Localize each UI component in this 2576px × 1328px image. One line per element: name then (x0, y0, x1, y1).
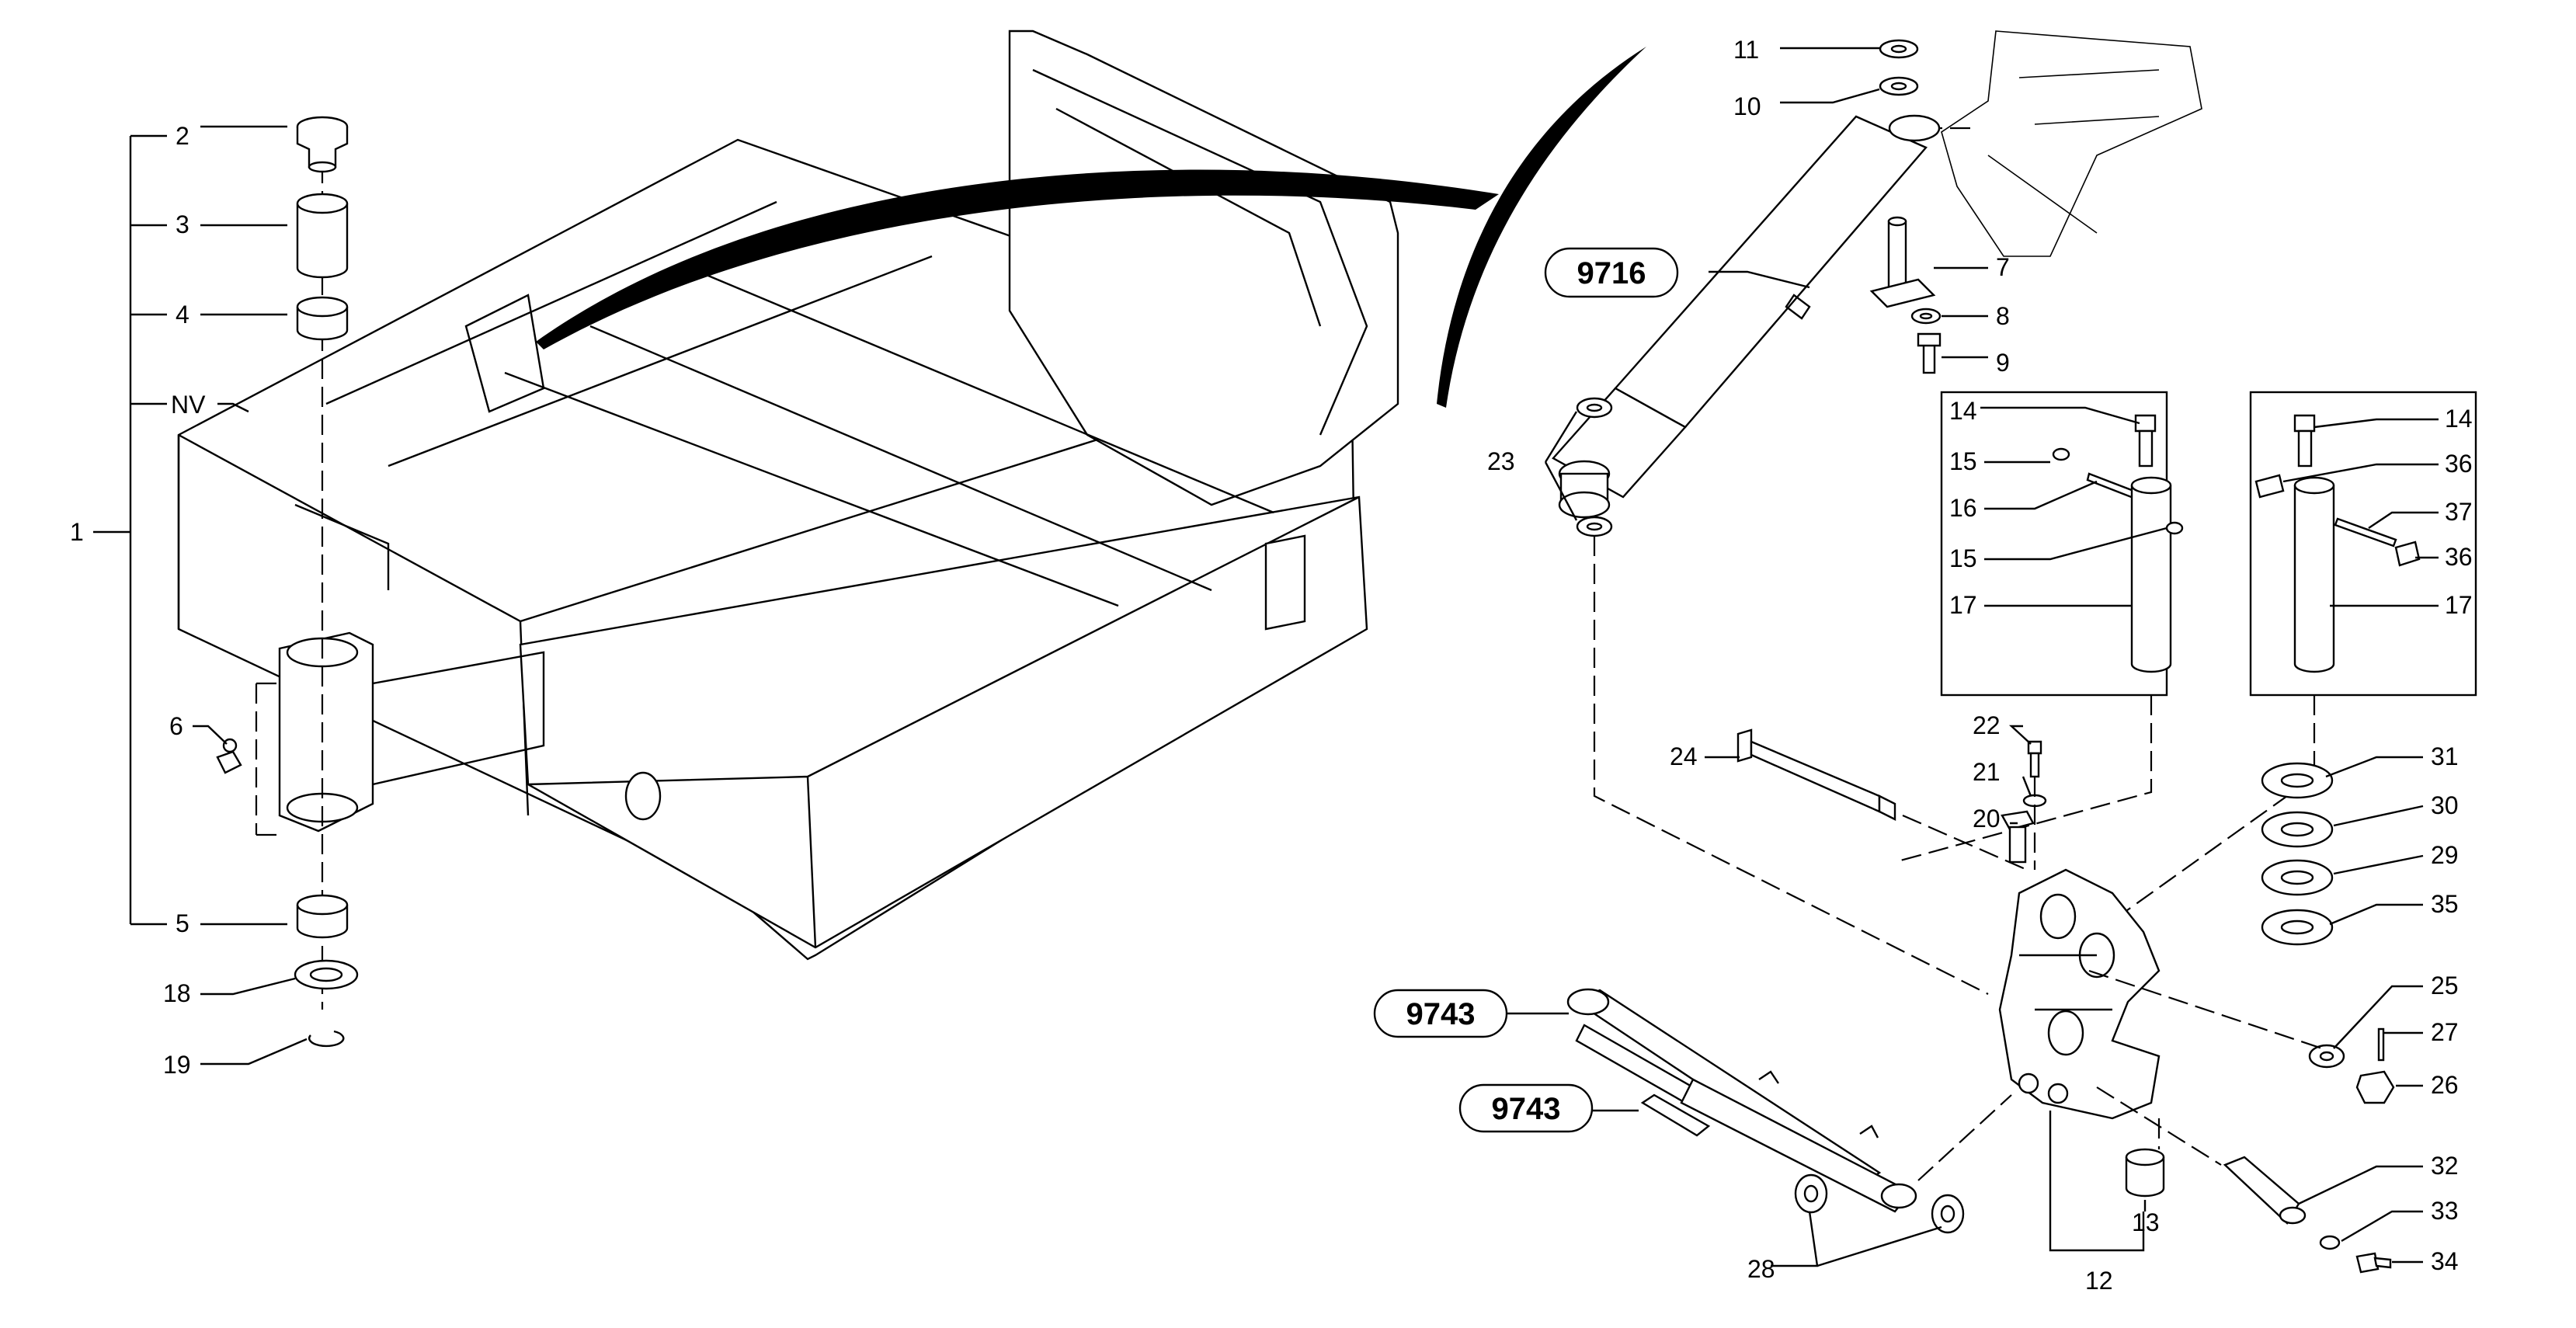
label-11: 11 (1733, 36, 1759, 64)
label-b1-14: 14 (1949, 397, 1977, 425)
label-26: 26 (2431, 1071, 2459, 1099)
circlip-19 (308, 1030, 345, 1048)
label-6: 6 (169, 712, 183, 740)
bushing-4 (296, 296, 349, 341)
label-b2-17: 17 (2445, 591, 2473, 619)
label-3: 3 (176, 210, 189, 238)
swing-cylinder-assembly: 9743 9743 28 (1373, 988, 2012, 1283)
label-b1-16: 16 (1949, 494, 1977, 522)
inset-box-right: 14 36 37 36 17 (2096, 391, 2477, 933)
label-b2-36b: 36 (2445, 543, 2473, 571)
ref-9716[interactable]: 9716 (1577, 256, 1646, 290)
label-32: 32 (2431, 1152, 2459, 1180)
swing-bracket-assembly: 24 22 21 20 31 30 29 35 25 27 26 32 33 3… (1670, 711, 2459, 1295)
label-10: 10 (1733, 92, 1761, 120)
ref-oval-9716[interactable] (1544, 247, 1679, 298)
label-27: 27 (2431, 1018, 2459, 1046)
label-b2-37: 37 (2445, 498, 2473, 526)
label-24: 24 (1670, 742, 1698, 770)
label-2: 2 (176, 122, 189, 150)
label-b2-36a: 36 (2445, 450, 2473, 478)
label-33: 33 (2431, 1197, 2459, 1225)
label-b1-15b: 15 (1949, 544, 1977, 572)
label-28: 28 (1747, 1255, 1775, 1283)
ref-9743-top[interactable]: 9743 (1406, 997, 1476, 1031)
label-5: 5 (176, 909, 189, 937)
label-30: 30 (2431, 791, 2459, 819)
ref-9743-bottom[interactable]: 9743 (1492, 1092, 1561, 1126)
bolt-9 (1917, 332, 1942, 374)
bushing-5 (296, 894, 349, 939)
grease-nipple-6 (216, 738, 242, 774)
label-35: 35 (2431, 890, 2459, 918)
label-22: 22 (1973, 711, 2001, 739)
label-29: 29 (2431, 841, 2459, 869)
label-19: 19 (163, 1051, 191, 1079)
pin-24 (1736, 728, 1896, 821)
sleeve-3 (296, 193, 349, 279)
label-31: 31 (2431, 742, 2459, 770)
label-b1-17: 17 (1949, 591, 1977, 619)
label-7: 7 (1996, 253, 2010, 281)
label-13: 13 (2132, 1208, 2160, 1236)
ref-oval-9743-top[interactable] (1373, 989, 1508, 1038)
label-1: 1 (70, 518, 84, 546)
label-b1-15a: 15 (1949, 447, 1977, 475)
washer-18 (294, 959, 359, 990)
ref-oval-9743-bottom[interactable] (1458, 1083, 1594, 1133)
label-25: 25 (2431, 972, 2459, 999)
inset-box-left: 14 15 16 15 17 (1894, 391, 2184, 864)
label-18: 18 (163, 979, 191, 1007)
pin-7 (1869, 216, 1936, 308)
label-21: 21 (1973, 758, 2001, 786)
frame-assembly: 1 2 3 4 NV 6 5 18 19 (70, 30, 1646, 1079)
label-b2-14: 14 (2445, 405, 2473, 433)
label-9: 9 (1996, 349, 2010, 377)
label-4: 4 (176, 301, 189, 329)
boom-cylinder-assembly: 9716 11 10 7 8 9 23 (1487, 30, 2202, 995)
bushing-2 (296, 116, 349, 173)
label-12: 12 (2085, 1267, 2113, 1295)
label-nv: NV (171, 391, 206, 419)
label-8: 8 (1996, 302, 2010, 330)
label-34: 34 (2431, 1247, 2459, 1275)
label-20: 20 (1973, 805, 2001, 833)
label-23: 23 (1487, 447, 1515, 475)
